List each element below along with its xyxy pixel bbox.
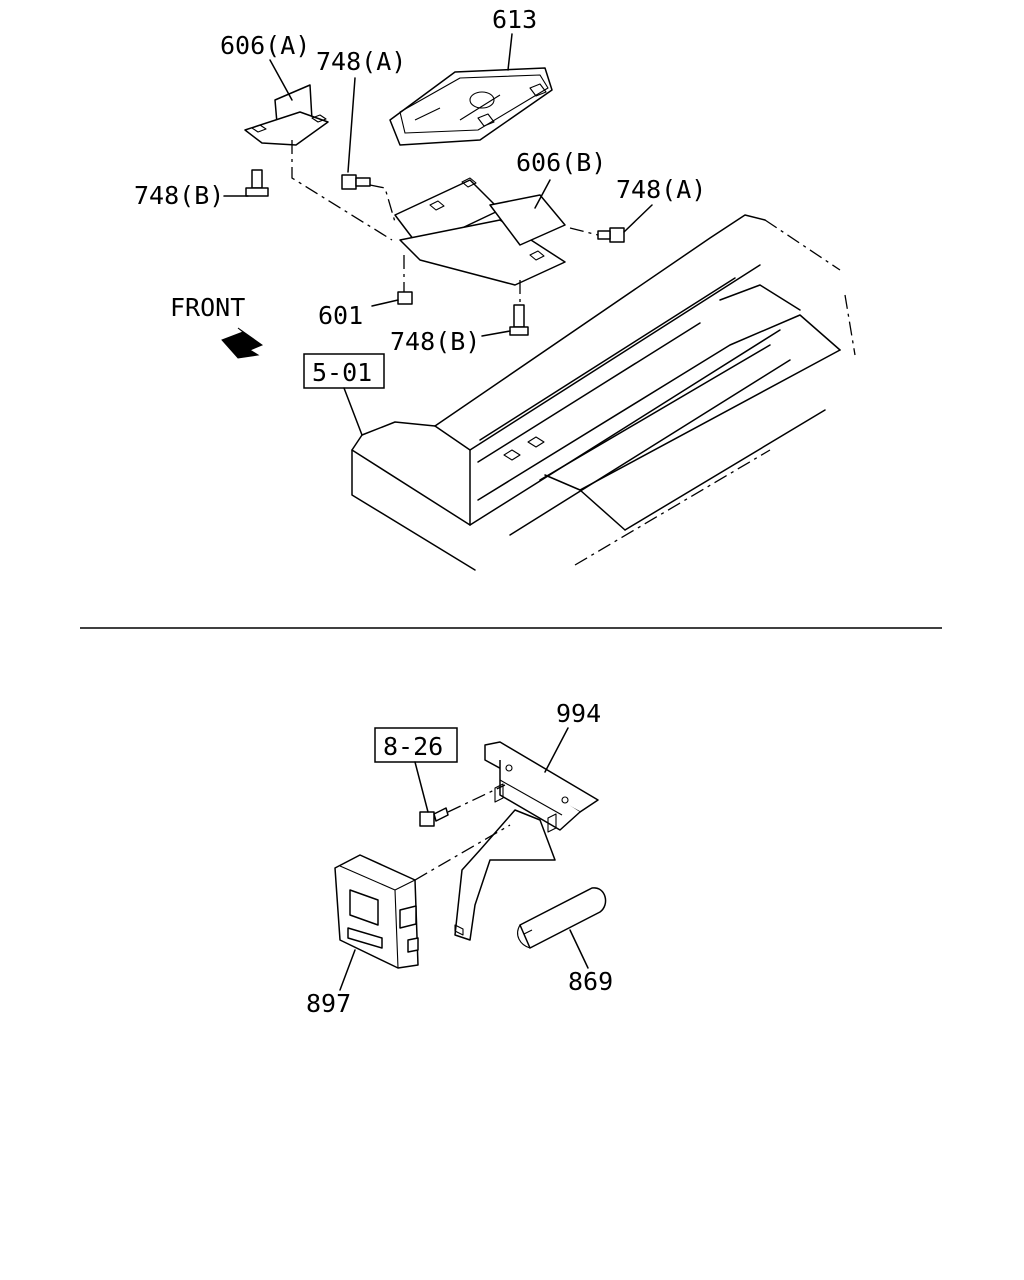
unit-613-drawing: [389, 67, 553, 146]
vehicle-floor-drawing: [351, 214, 856, 571]
ref-box-8-26-label: 8-26: [383, 732, 443, 761]
callout-869: 869: [568, 967, 613, 996]
callout-606b: 606(B): [516, 148, 606, 177]
assembly-line-f: [447, 784, 506, 813]
lower-assembly: 8-26 994 897 869: [306, 699, 613, 1018]
bracket-994-drawing: [454, 741, 599, 941]
bracket-606b-drawing: [394, 177, 566, 286]
callout-897: 897: [306, 989, 351, 1018]
bolt-8-26-drawing: [419, 807, 449, 827]
module-897-drawing: [334, 854, 419, 969]
ref-box-8-26: [374, 727, 458, 763]
front-label: FRONT: [170, 293, 245, 322]
assembly-line-e: [569, 227, 599, 236]
callout-748a-top: 748(A): [316, 47, 406, 76]
upper-assembly: FRONT 5-01 613 606(A) 748(A) 748(B) 606(…: [134, 5, 856, 571]
front-arrow-icon: [221, 327, 264, 359]
assembly-line-b: [369, 184, 396, 223]
callout-994: 994: [556, 699, 601, 728]
clip-869-drawing: [517, 887, 607, 949]
bracket-606a-drawing: [244, 84, 329, 146]
assembly-line-a: [291, 140, 393, 241]
leader-lines-lower: [339, 727, 589, 991]
callout-601: 601: [318, 301, 363, 330]
callout-748a-right: 748(A): [616, 175, 706, 204]
ref-box-5-01: [303, 353, 385, 389]
assembly-line-g: [414, 824, 511, 881]
callout-748b-left: 748(B): [134, 181, 224, 210]
fasteners-drawing: [245, 169, 625, 336]
callout-606a: 606(A): [220, 31, 310, 60]
callout-613: 613: [492, 5, 537, 34]
ref-box-5-01-label: 5-01: [312, 358, 372, 387]
callout-748b-bottom: 748(B): [390, 327, 480, 356]
leader-lines-upper: [223, 33, 653, 436]
